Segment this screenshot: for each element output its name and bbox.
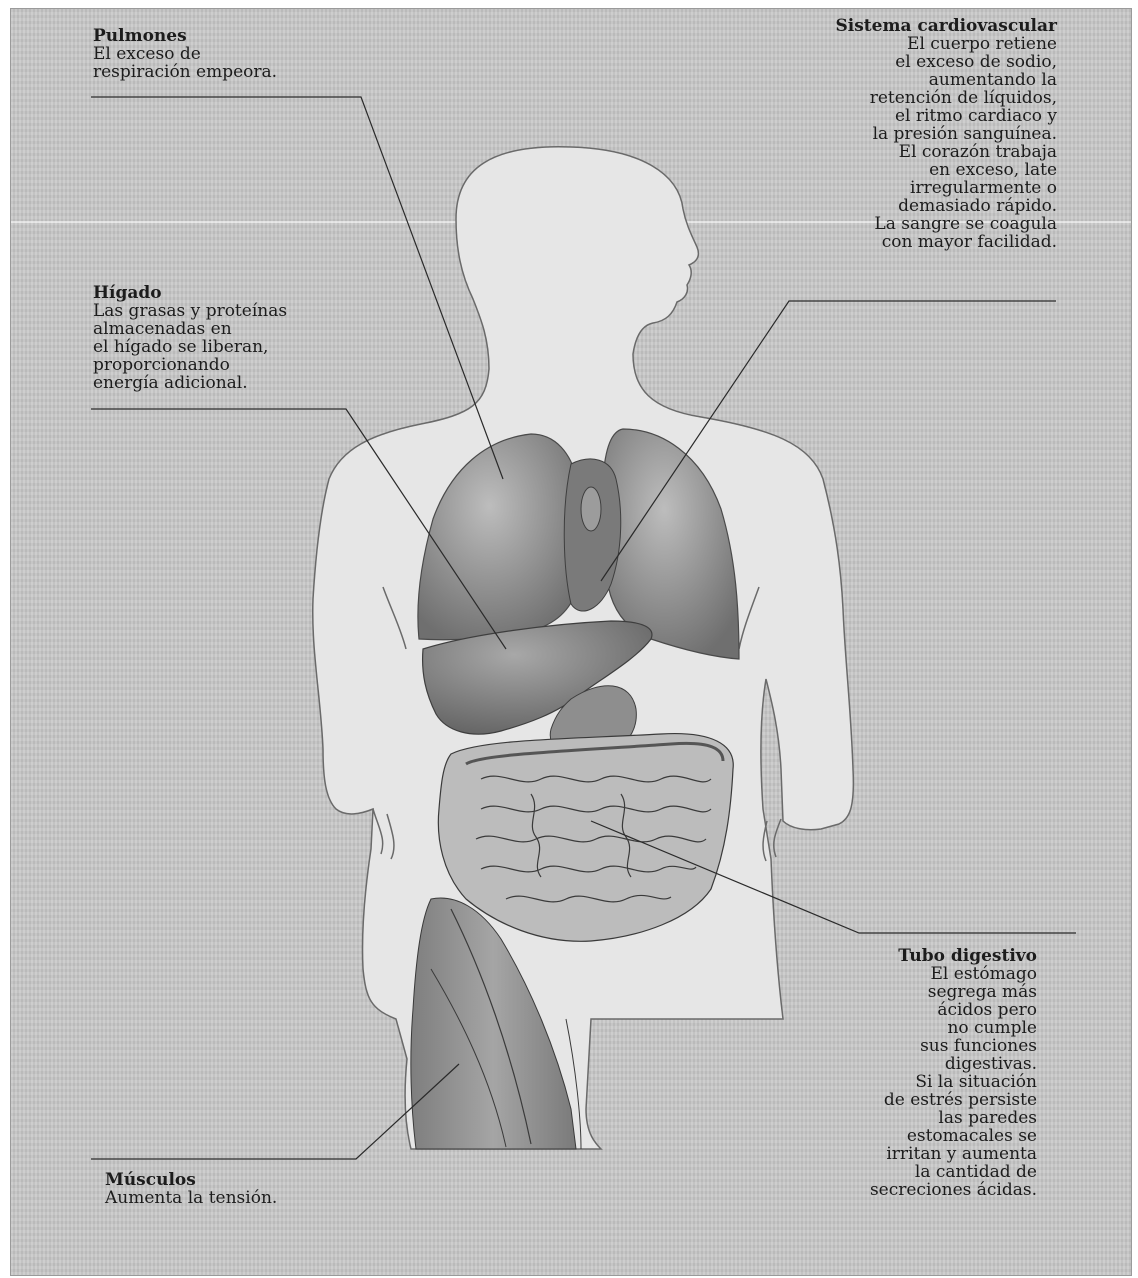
leader-musculos: [91, 1064, 459, 1159]
label-digestivo-text: El estómago segrega más ácidos pero no c…: [870, 965, 1037, 1199]
label-higado: Hígado Las grasas y proteínas almacenada…: [93, 284, 287, 392]
label-musculos-text: Aumenta la tensión.: [105, 1189, 277, 1207]
label-pulmones-title: Pulmones: [93, 27, 277, 45]
label-pulmones: Pulmones El exceso de respiración empeor…: [93, 27, 277, 81]
label-digestivo-title: Tubo digestivo: [870, 947, 1037, 965]
label-pulmones-text: El exceso de respiración empeora.: [93, 45, 277, 81]
label-musculos: Músculos Aumenta la tensión.: [105, 1171, 277, 1207]
label-digestivo: Tubo digestivo El estómago segrega más á…: [870, 947, 1037, 1199]
label-cardio-title: Sistema cardiovascular: [835, 17, 1057, 35]
label-musculos-title: Músculos: [105, 1171, 277, 1189]
label-higado-title: Hígado: [93, 284, 287, 302]
label-cardio-text: El cuerpo retiene el exceso de sodio, au…: [835, 35, 1057, 251]
label-cardio: Sistema cardiovascular El cuerpo retiene…: [835, 17, 1057, 251]
diagram-sheet: Pulmones El exceso de respiración empeor…: [10, 8, 1132, 1276]
label-higado-text: Las grasas y proteínas almacenadas en el…: [93, 302, 287, 392]
intestines: [438, 734, 733, 942]
aorta: [581, 487, 601, 531]
